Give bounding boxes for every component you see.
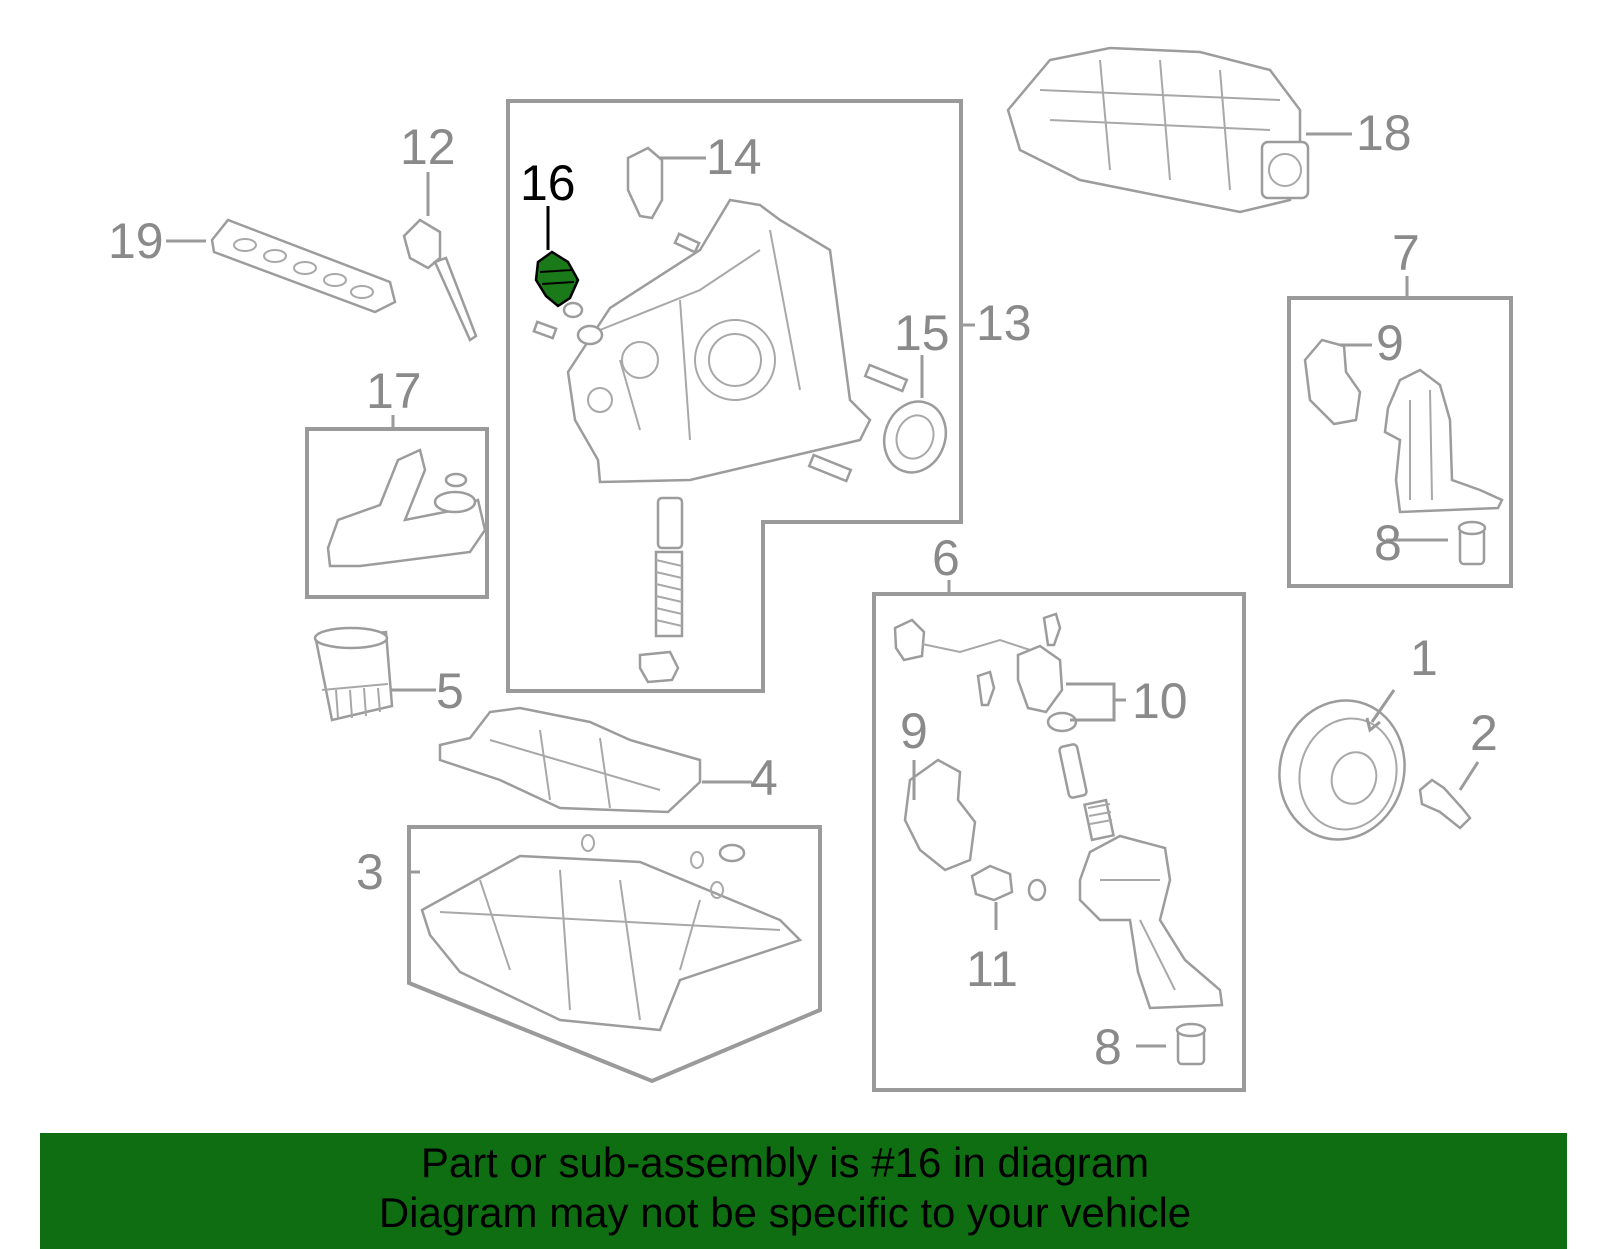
callout-10: 10	[1132, 673, 1188, 729]
vtc-sensor-harness-part	[893, 612, 1078, 733]
callout-11: 11	[966, 941, 1018, 997]
callout-16: 16	[520, 155, 576, 211]
oil-filter-part	[313, 626, 394, 722]
callout-13: 13	[976, 295, 1032, 351]
plug-8-upper	[1457, 520, 1487, 566]
callout-9-lower: 9	[900, 703, 928, 759]
callout-14: 14	[706, 129, 762, 185]
intake-manifold-part	[1006, 46, 1310, 214]
filter-screen-9-lower	[903, 758, 977, 872]
crank-pulley-part	[1278, 699, 1406, 841]
box-13-outline	[506, 99, 963, 693]
gasket-part	[210, 218, 397, 314]
relief-valve-parts	[638, 496, 684, 684]
stud-lower	[807, 453, 853, 483]
callout-3: 3	[356, 844, 384, 900]
plug-8-lower	[1175, 1022, 1207, 1066]
box-3-outline	[407, 825, 822, 1084]
oil-pump-cover-part	[532, 198, 872, 484]
oil-filter-housing-7-part	[1383, 368, 1504, 514]
callout-15: 15	[894, 305, 950, 361]
dipstick-part	[402, 218, 478, 342]
leader-lines	[166, 132, 1480, 1048]
callout-8-upper: 8	[1374, 515, 1402, 571]
callout-7: 7	[1392, 225, 1420, 281]
oil-filter-housing-6-part	[1078, 834, 1224, 1010]
spool-valve-part	[1058, 743, 1115, 842]
callout-17: 17	[366, 363, 422, 419]
callout-4: 4	[750, 750, 778, 806]
oil-seal-part	[882, 400, 948, 474]
banner-line-disclaimer: Diagram may not be specific to your vehi…	[378, 1189, 1192, 1236]
filter-screen-9-upper	[1303, 338, 1362, 426]
callout-6: 6	[932, 530, 960, 586]
callout-8-lower: 8	[1094, 1019, 1122, 1075]
oil-pressure-switch-part	[970, 864, 1047, 902]
info-banner: Part or sub-assembly is #16 in diagram D…	[40, 1133, 1567, 1249]
pulley-bolt-part	[1418, 778, 1472, 830]
callout-19: 19	[108, 213, 164, 269]
box-7-outline	[1287, 296, 1513, 588]
oil-strainer-part	[326, 448, 487, 568]
stud-upper	[863, 363, 909, 393]
highlighted-part-16	[534, 250, 584, 319]
callout-1: 1	[1410, 630, 1438, 686]
oring-14-part	[626, 146, 664, 220]
callout-18: 18	[1356, 105, 1412, 161]
oil-pan-part	[420, 834, 803, 1032]
callout-12: 12	[400, 119, 456, 175]
banner-line-part-number: Part or sub-assembly is #16 in diagram	[420, 1139, 1150, 1186]
box-6-outline	[872, 592, 1246, 1092]
callout-9-upper: 9	[1376, 315, 1404, 371]
baffle-plate-part	[438, 706, 702, 814]
callout-5: 5	[436, 663, 464, 719]
callout-2: 2	[1470, 705, 1498, 761]
box-17-outline	[305, 427, 489, 599]
